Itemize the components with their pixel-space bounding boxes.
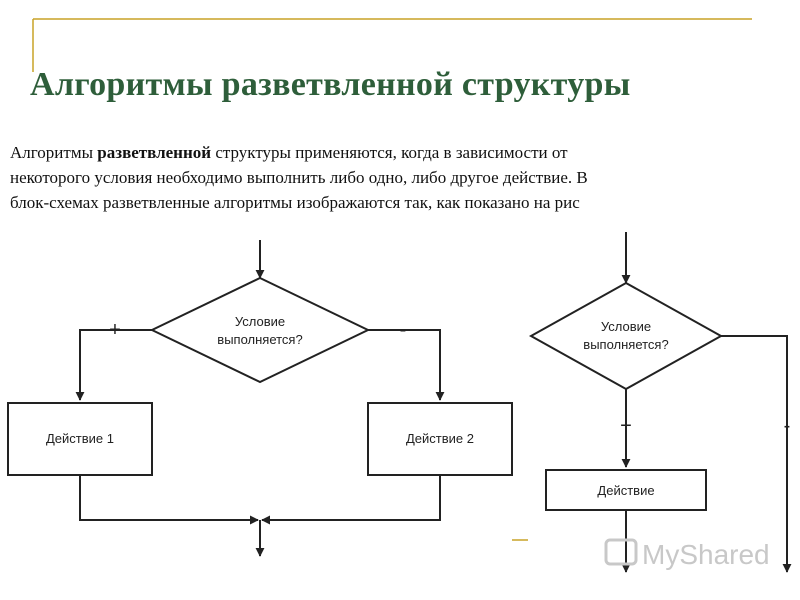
body-line-2: некоторого условия необходимо выполнить … [10,168,588,187]
watermark-text: MyShared [642,539,770,570]
body-bold-term: разветвленной [97,143,212,162]
plus-branch-line [75,329,152,401]
minus-branch-label: - [784,415,791,437]
watermark: MyShared [604,538,770,570]
watermark-logo-icon [604,538,638,566]
condition-text-line-1: Условие [235,314,285,329]
body-line-1-start: Алгоритмы [10,143,98,162]
flowchart-full-branch [7,240,513,557]
action-box [545,469,707,511]
minus-branch-label: - [400,319,407,341]
minus-branch-line [368,329,445,401]
action-2-label: Действие 2 [406,431,474,446]
action-1-label: Действие 1 [46,431,114,446]
condition-text-line-2: выполняется? [583,337,668,352]
body-line-1-end: структуры применяются, когда в зависимос… [211,143,568,162]
flowchart-short-branch [528,232,792,573]
plus-branch-label: + [620,415,632,437]
merge-line-left [79,475,259,525]
condition-diamond [528,281,724,391]
slide-title: Алгоритмы разветвленной структуры [30,66,631,103]
body-line-1: Алгоритмы разветвленной структуры примен… [10,140,800,165]
plus-branch-label: + [109,319,121,341]
action-label: Действие [597,483,654,498]
condition-diamond [149,276,371,384]
minus-branch-line [721,335,792,573]
body-line-3: блок-схемах разветвленные алгоритмы изоб… [10,193,580,212]
body-text: Алгоритмы разветвленной структуры примен… [10,140,800,215]
merge-line-right [261,475,441,525]
action-2-box [367,402,513,476]
condition-text-line-1: Условие [601,319,651,334]
condition-text-line-2: выполняется? [217,332,302,347]
